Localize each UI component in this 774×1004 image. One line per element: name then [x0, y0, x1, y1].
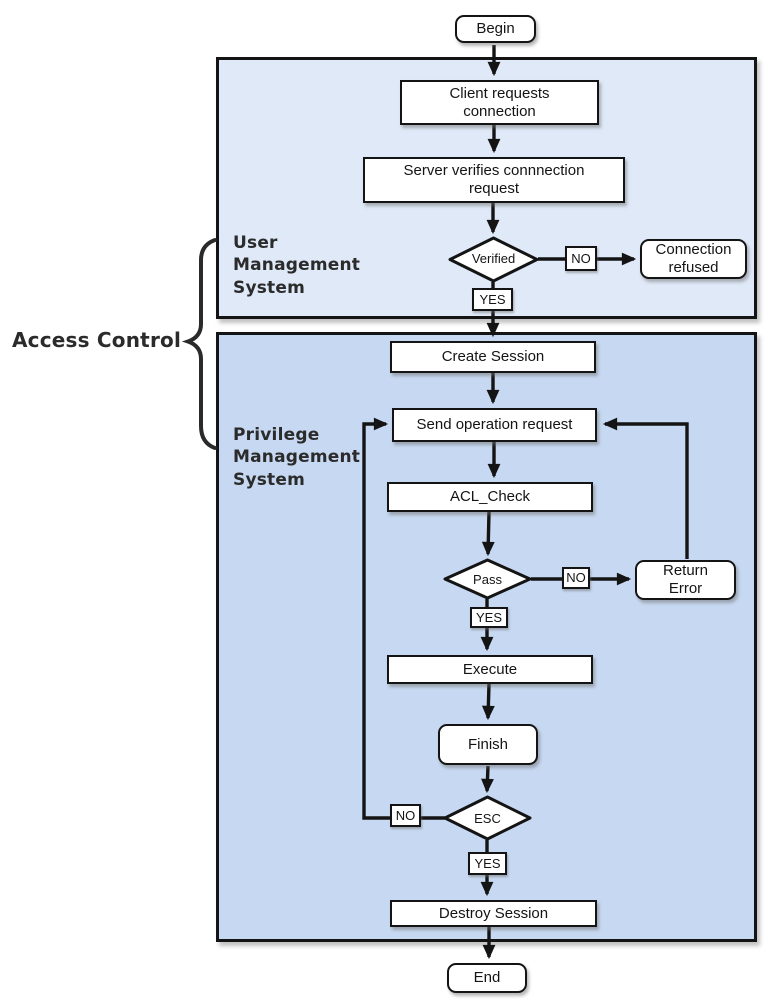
esc-yes-label: YES: [474, 855, 501, 871]
create-session-label: Create Session: [441, 348, 545, 366]
begin-node: Begin: [455, 15, 536, 43]
end-label: End: [473, 969, 501, 987]
verified-decision-label: Verified: [471, 251, 516, 266]
send-operation-request-label: Send operation request: [416, 416, 573, 434]
finish-node: Finish: [438, 724, 538, 765]
pass-no-node: NO: [562, 567, 590, 589]
pass-yes-node: YES: [470, 607, 508, 628]
esc-no-node: NO: [390, 804, 421, 827]
verified-no-label: NO: [571, 250, 591, 266]
verified-no-node: NO: [565, 246, 597, 271]
access-control-brace: [181, 238, 217, 450]
privilege-region-label: Privilege Management System: [233, 425, 361, 490]
destroy-session-node: Destroy Session: [390, 900, 597, 927]
create-session-node: Create Session: [390, 341, 596, 373]
destroy-session-label: Destroy Session: [438, 904, 549, 922]
esc-decision-label: ESC: [474, 811, 501, 826]
pass-decision-label: Pass: [473, 572, 502, 587]
verified-yes-node: YES: [472, 288, 513, 311]
return-error-node: Return Error: [635, 560, 736, 600]
send-operation-request-node: Send operation request: [392, 408, 597, 442]
execute-label: Execute: [462, 660, 518, 678]
pass-no-label: NO: [566, 570, 586, 586]
connection-refused-label: Connection refused: [655, 241, 732, 276]
end-node: End: [447, 963, 527, 993]
verified-yes-label: YES: [479, 291, 506, 307]
server-verifies-label: Server verifies connnection request: [403, 162, 585, 197]
user-region-label: User Management System: [233, 233, 361, 298]
access-control-title: Access Control: [12, 328, 182, 352]
acl-check-label: ACL_Check: [449, 488, 531, 506]
client-requests-node: Client requests connection: [400, 80, 599, 125]
connection-refused-node: Connection refused: [640, 239, 747, 279]
begin-label: Begin: [476, 20, 515, 38]
client-requests-label: Client requests connection: [449, 84, 550, 120]
esc-yes-node: YES: [468, 852, 507, 875]
esc-no-label: NO: [395, 807, 416, 823]
finish-label: Finish: [467, 735, 508, 753]
acl-check-node: ACL_Check: [387, 482, 593, 512]
pass-yes-label: YES: [475, 609, 502, 625]
return-error-label: Return Error: [662, 562, 709, 597]
server-verifies-node: Server verifies connnection request: [363, 157, 625, 203]
execute-node: Execute: [387, 655, 593, 684]
